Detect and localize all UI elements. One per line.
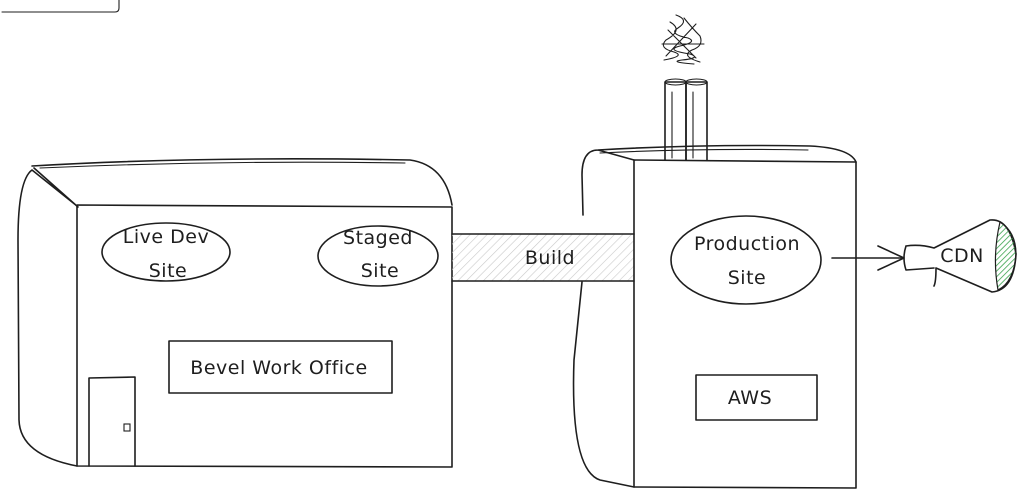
build-connector: Build [451, 233, 635, 282]
frame-corner [1, 0, 120, 13]
office-label-box: Bevel Work Office [168, 340, 393, 394]
chimney [664, 78, 708, 161]
smoke-icon [661, 14, 705, 65]
office-building [17, 158, 453, 468]
aws-label-box: AWS [695, 374, 818, 421]
production-site-label-line1: Production [694, 233, 800, 255]
live-dev-site-node: Live Dev Site [101, 222, 231, 282]
staged-site-label-line2: Site [361, 260, 399, 282]
office-label: Bevel Work Office [190, 357, 367, 379]
production-site-node: Production Site [670, 215, 822, 305]
aws-building [572, 14, 857, 489]
arrow-icon [831, 245, 905, 271]
live-dev-site-label-line2: Site [149, 260, 187, 282]
production-site-label-line2: Site [728, 267, 766, 289]
megaphone-icon: CDN [903, 219, 1017, 293]
staged-site-label-line1: Staged [343, 227, 413, 249]
staged-site-node: Staged Site [317, 225, 439, 287]
aws-front-face [633, 159, 857, 489]
build-label: Build [525, 247, 575, 269]
cdn-label: CDN [940, 245, 984, 267]
door-icon [88, 376, 136, 467]
office-front-face [76, 204, 453, 468]
office-building-outline [17, 158, 453, 467]
aws-label: AWS [728, 387, 772, 409]
aws-building-side [572, 144, 857, 488]
office-roof-line [39, 161, 406, 169]
aws-building-roof-line [599, 148, 809, 154]
live-dev-site-label-line1: Live Dev [123, 226, 209, 248]
